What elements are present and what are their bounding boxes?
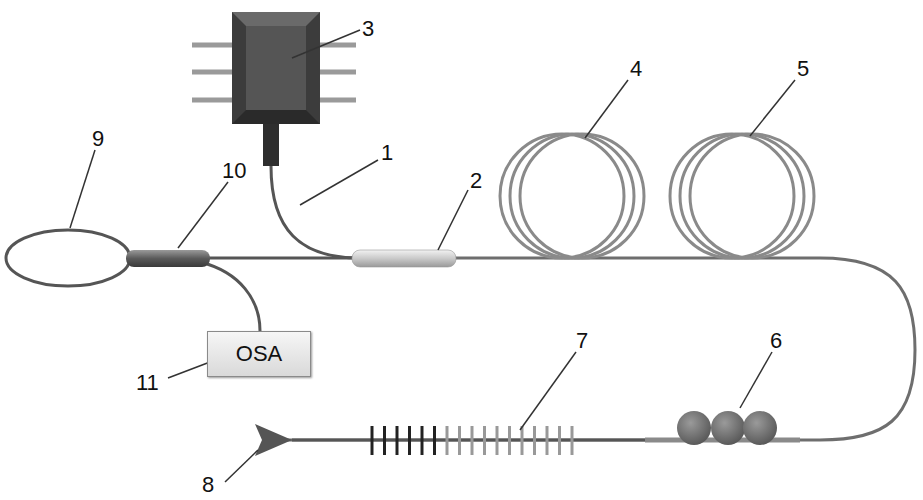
fiber-loop bbox=[6, 230, 130, 286]
fiber bbox=[200, 262, 260, 331]
callout-number: 10 bbox=[222, 160, 246, 182]
fiber-coil bbox=[670, 134, 814, 258]
output-coupler bbox=[126, 250, 210, 267]
polarization-controller bbox=[677, 411, 777, 445]
instrument-box: OSA bbox=[207, 331, 311, 377]
callout-number: 3 bbox=[362, 18, 374, 40]
callout-number: 7 bbox=[576, 330, 588, 352]
callout-number: 5 bbox=[797, 58, 809, 80]
fiber bbox=[205, 257, 360, 260]
leader-lines bbox=[70, 30, 795, 482]
fiber bbox=[280, 258, 915, 440]
callout-number: 11 bbox=[136, 372, 159, 394]
callout-number: 8 bbox=[202, 474, 214, 496]
callout-number: 1 bbox=[381, 142, 393, 164]
callout-number: 4 bbox=[630, 58, 642, 80]
wavelength-division-multiplexer bbox=[352, 250, 456, 267]
fiber-end bbox=[255, 424, 292, 456]
callout-number: 6 bbox=[770, 330, 782, 352]
callout-number: 2 bbox=[470, 170, 482, 192]
fiber-grating bbox=[292, 426, 645, 455]
gain-fiber-coil bbox=[500, 134, 644, 258]
callout-number: 9 bbox=[92, 128, 104, 150]
pump-fiber bbox=[271, 166, 360, 258]
box-text: OSA bbox=[236, 341, 282, 367]
pump-laser bbox=[192, 12, 356, 166]
